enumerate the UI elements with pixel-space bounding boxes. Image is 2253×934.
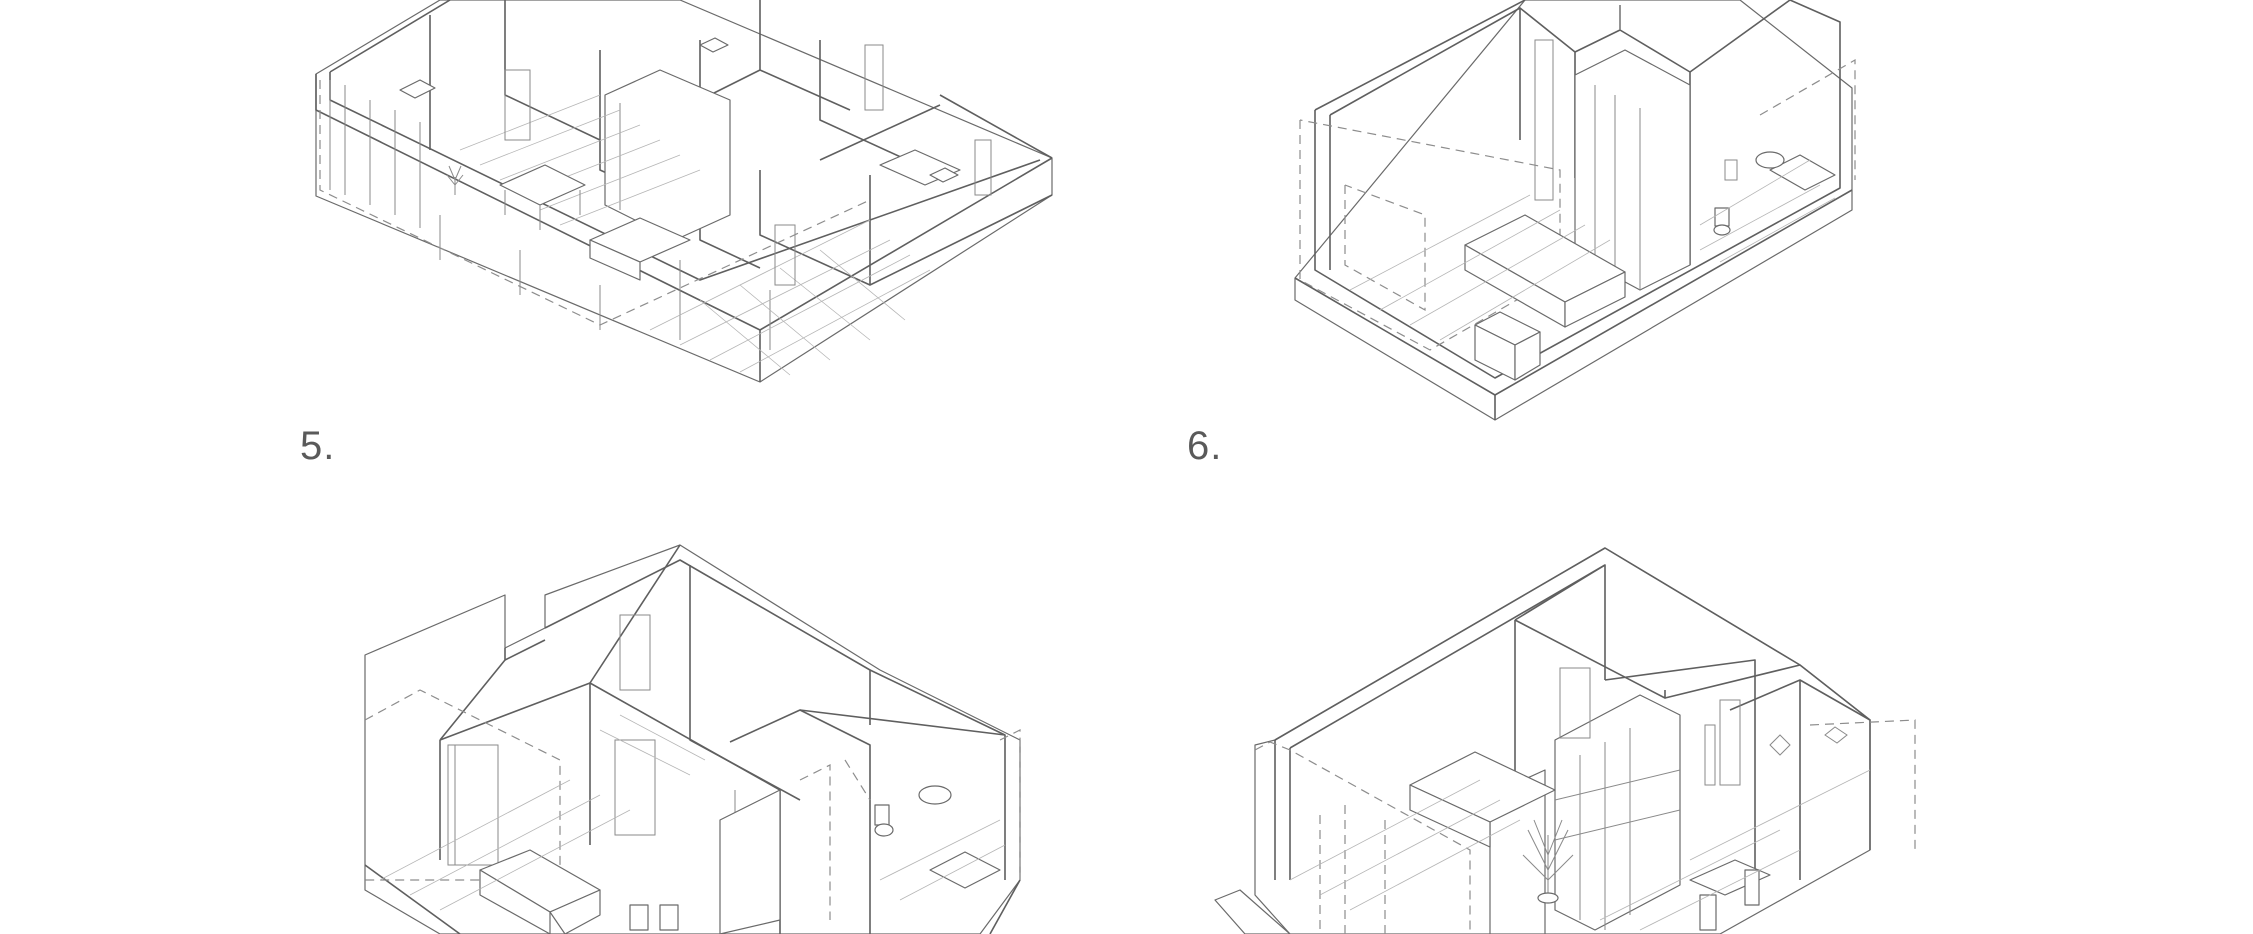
- drawing-label-5: 5.: [300, 424, 336, 468]
- bed: [1464, 214, 1626, 328]
- plant: [1522, 819, 1574, 904]
- dining-chairs: [629, 904, 679, 931]
- washbasin: [1755, 151, 1785, 169]
- drawing-label-6: 6.: [1187, 424, 1223, 468]
- shower-tray: [929, 851, 1001, 889]
- toilet: [1713, 207, 1731, 236]
- armchair: [1474, 311, 1541, 381]
- armchair: [399, 37, 959, 183]
- washbasin: [918, 785, 952, 805]
- apartment-5-isometric: [315, 0, 1053, 383]
- bed: [1409, 751, 1556, 848]
- dining-table: [499, 164, 586, 230]
- sofa: [589, 217, 691, 281]
- apartment-lower-right-isometric: [1214, 547, 1916, 934]
- plant: [446, 165, 464, 195]
- dining-table: [1689, 859, 1771, 931]
- toilet: [874, 804, 894, 837]
- apartment-lower-left-isometric: [364, 544, 1021, 934]
- apartment-6-isometric: [1294, 0, 1856, 421]
- bathtub: [1769, 154, 1836, 191]
- sofa: [479, 849, 601, 934]
